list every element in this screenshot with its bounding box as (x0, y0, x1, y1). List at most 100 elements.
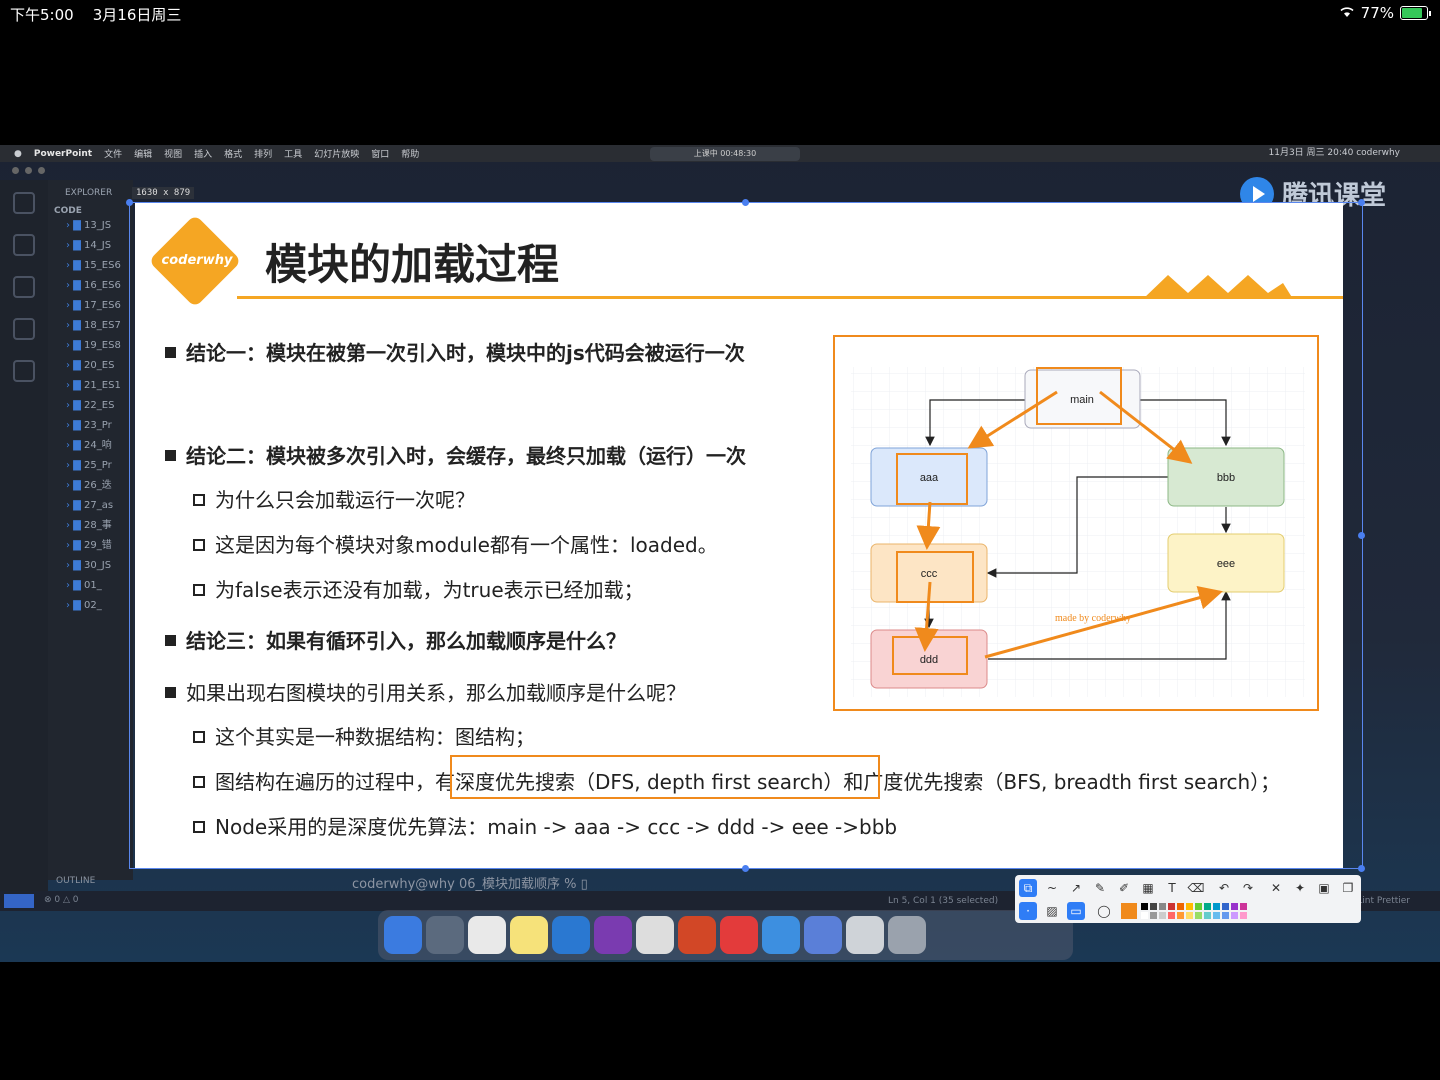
folder-item[interactable]: 28_事 (48, 516, 133, 536)
explorer-section: CODE (54, 206, 82, 216)
menu-item-help: 帮助 (401, 150, 420, 160)
pen-tool-icon[interactable]: ✎ (1094, 881, 1106, 895)
color-swatch[interactable] (1195, 912, 1202, 919)
mosaic-tool-icon[interactable]: ▦ (1142, 881, 1154, 895)
edge-ddd-eee (988, 590, 1231, 660)
class-timer: 上课中 00:48:30 (650, 147, 800, 161)
screen-recorder-icon (804, 916, 842, 954)
color-swatch[interactable] (1213, 912, 1220, 919)
status-time: 下午5:00 (10, 6, 74, 24)
ellipse-shape-icon[interactable]: ◯ (1097, 904, 1111, 918)
color-swatch[interactable] (1240, 903, 1247, 910)
sub-bullet-node-dfs: Node采用的是深度优先算法：main -> aaa -> ccc -> ddd… (193, 811, 897, 840)
color-swatch[interactable] (1177, 903, 1184, 910)
mountain-decoration (1143, 275, 1293, 299)
color-swatch[interactable] (1240, 912, 1247, 919)
file-icon (846, 916, 884, 954)
menu-item-tools: 工具 (284, 150, 303, 160)
select-tool-icon[interactable]: ⧉ (1019, 879, 1037, 897)
redo-icon[interactable]: ↷ (1242, 881, 1254, 895)
diagram-credit: made by coderwhy (1055, 613, 1131, 624)
color-swatch[interactable] (1222, 912, 1229, 919)
onenote-icon (594, 916, 632, 954)
sub-bullet-why-once: 为什么只会加载运行一次呢？ (193, 484, 475, 513)
folder-item[interactable]: 13_JS (48, 216, 133, 236)
folder-item[interactable]: 02_ (48, 596, 133, 616)
color-swatch[interactable] (1204, 903, 1211, 910)
source-control-icon (13, 276, 35, 298)
highlighter-tool-icon[interactable]: ✐ (1118, 881, 1130, 895)
resize-handle-br[interactable] (1358, 865, 1365, 872)
color-swatch[interactable] (1168, 903, 1175, 910)
rectangle-shape-icon[interactable]: ▭ (1067, 902, 1085, 920)
folder-item[interactable]: 21_ES1 (48, 376, 133, 396)
folder-item[interactable]: 14_JS (48, 236, 133, 256)
fill-pattern-icon[interactable]: ▨ (1046, 904, 1058, 918)
resize-handle-right[interactable] (1358, 532, 1365, 539)
color-swatch[interactable] (1159, 903, 1166, 910)
label-ddd: ddd (920, 654, 938, 666)
menu-clock: 11月3日 周三 20:40 coderwhy (1268, 148, 1401, 158)
node-main (1024, 369, 1141, 429)
color-swatch[interactable] (1150, 912, 1157, 919)
color-swatch[interactable] (1159, 912, 1166, 919)
curve-tool-icon[interactable]: ~ (1046, 881, 1058, 895)
save-icon[interactable]: ▣ (1318, 881, 1330, 895)
eraser-tool-icon[interactable]: ⌫ (1187, 881, 1205, 895)
folder-item[interactable]: 24_响 (48, 436, 133, 456)
color-swatch[interactable] (1186, 912, 1193, 919)
color-swatch[interactable] (1222, 903, 1229, 910)
folder-item[interactable]: 22_ES (48, 396, 133, 416)
dfs-highlight-box (450, 755, 880, 799)
arrow-tool-icon[interactable]: ↗ (1070, 881, 1082, 895)
trash-icon (888, 916, 926, 954)
color-swatch[interactable] (1231, 903, 1238, 910)
bullet-conclusion-3: 结论三：如果有循环引入，那么加载顺序是什么？ (165, 625, 626, 654)
chrome-icon (468, 916, 506, 954)
status-right: 77% (1339, 4, 1431, 22)
resize-handle-tl[interactable] (126, 199, 133, 206)
folder-item[interactable]: 17_ES6 (48, 296, 133, 316)
folder-item[interactable]: 20_ES (48, 356, 133, 376)
color-swatch[interactable] (1150, 903, 1157, 910)
folder-item[interactable]: 01_ (48, 576, 133, 596)
bullet-conclusion-1: 结论一：模块在被第一次引入时，模块中的js代码会被运行一次 (165, 337, 745, 366)
resize-handle-bottom[interactable] (742, 865, 749, 872)
folder-item[interactable]: 30_JS (48, 556, 133, 576)
color-swatch[interactable] (1213, 903, 1220, 910)
folder-item[interactable]: 25_Pr (48, 456, 133, 476)
mac-dock (378, 910, 1073, 960)
folder-item[interactable]: 23_Pr (48, 416, 133, 436)
resize-handle-top[interactable] (742, 199, 749, 206)
color-swatch[interactable] (1231, 912, 1238, 919)
folder-item[interactable]: 26_迭 (48, 476, 133, 496)
color-swatch[interactable] (1204, 912, 1211, 919)
folder-item[interactable]: 19_ES8 (48, 336, 133, 356)
folder-item[interactable]: 16_ES6 (48, 276, 133, 296)
sub-bullet-false-true: 为false表示还没有加载，为true表示已经加载； (193, 574, 644, 603)
close-icon[interactable]: ✕ (1270, 881, 1282, 895)
copy-icon[interactable]: ❐ (1342, 881, 1354, 895)
pin-icon[interactable]: ✦ (1294, 881, 1306, 895)
current-color-swatch[interactable] (1121, 903, 1137, 919)
bullet-graph-question: 如果出现右图模块的引用关系，那么加载顺序是什么呢？ (165, 677, 686, 706)
video-capture: ● PowerPoint 文件 编辑 视图 插入 格式 排列 工具 幻灯片放映 … (0, 145, 1440, 962)
label-ccc: ccc (921, 568, 938, 580)
color-swatch[interactable] (1168, 912, 1175, 919)
dot-size-icon[interactable]: · (1019, 902, 1037, 920)
color-swatch[interactable] (1186, 903, 1193, 910)
folder-item[interactable]: 15_ES6 (48, 256, 133, 276)
color-swatch[interactable] (1141, 903, 1148, 910)
menu-item-arrange: 排列 (254, 150, 273, 160)
color-swatch[interactable] (1141, 912, 1148, 919)
edge-main-aaa (925, 399, 1025, 447)
menu-item-insert: 插入 (194, 150, 213, 160)
folder-item[interactable]: 27_as (48, 496, 133, 516)
folder-item[interactable]: 29_错 (48, 536, 133, 556)
color-swatch[interactable] (1177, 912, 1184, 919)
resize-handle-tr[interactable] (1358, 199, 1365, 206)
undo-icon[interactable]: ↶ (1218, 881, 1230, 895)
text-tool-icon[interactable]: T (1168, 881, 1176, 895)
color-swatch[interactable] (1195, 903, 1202, 910)
folder-item[interactable]: 18_ES7 (48, 316, 133, 336)
